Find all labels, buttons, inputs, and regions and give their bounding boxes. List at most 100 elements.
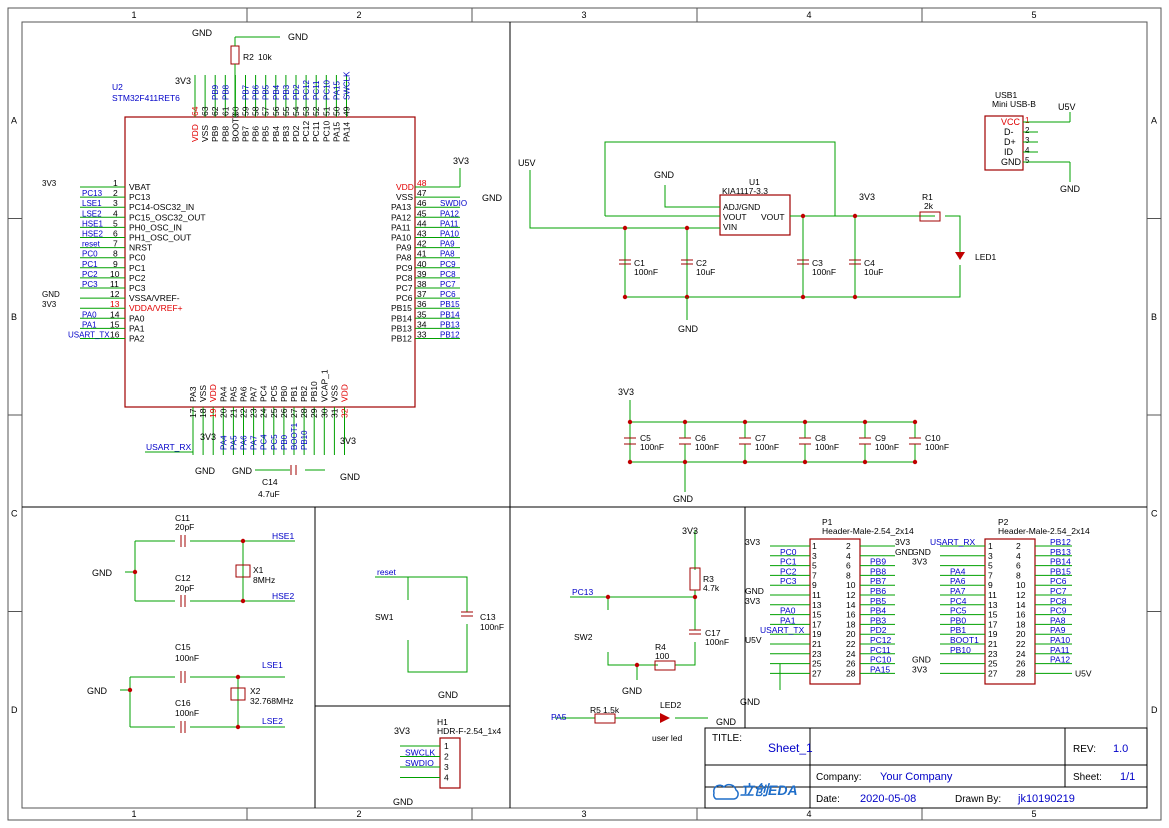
p1-pin-num: 4 bbox=[846, 551, 851, 561]
tb-title: Sheet_1 bbox=[768, 741, 813, 755]
gnd-label-c14: GND bbox=[232, 466, 253, 476]
mcu-pin-name: PA1 bbox=[129, 323, 145, 333]
mcu-pin-num: 32 bbox=[340, 408, 350, 418]
decap-ref: C6 bbox=[695, 433, 706, 443]
decap-val: 100nF bbox=[815, 442, 839, 452]
p1-pin-num: 10 bbox=[846, 580, 856, 590]
mcu-pin-name: PA2 bbox=[129, 334, 145, 344]
mcu-pin-name: PC15_OSC32_OUT bbox=[129, 212, 206, 222]
mcu-body bbox=[124, 116, 416, 408]
mcu-right-net: PB15 bbox=[440, 300, 460, 309]
p2-pin-num: 2 bbox=[1016, 541, 1021, 551]
p1-pin-num: 17 bbox=[812, 619, 822, 629]
p2-left-net: PC4 bbox=[950, 596, 967, 606]
usb-pin-name: ID bbox=[1004, 147, 1014, 157]
p2-pin-num: 11 bbox=[988, 590, 997, 600]
h1-body bbox=[439, 737, 461, 789]
xtal-x1: X1 bbox=[253, 565, 264, 575]
mcu-pin-num: 36 bbox=[417, 299, 427, 309]
boot-r3: R3 bbox=[703, 574, 714, 584]
p2-right-net: PB15 bbox=[1050, 566, 1071, 576]
usb-pin-num: 3 bbox=[1025, 136, 1030, 145]
mcu-pin-num: 11 bbox=[110, 279, 119, 289]
junction-dot bbox=[742, 459, 748, 465]
led2-symbol bbox=[660, 713, 670, 723]
p1-right-net: PB8 bbox=[870, 566, 886, 576]
u1-pin-vout-r: VOUT bbox=[761, 212, 785, 222]
mcu-pin-name: PC11 bbox=[311, 121, 321, 142]
mcu-pin-name: PA8 bbox=[396, 253, 412, 263]
usb-pin-num: 5 bbox=[1025, 156, 1030, 165]
p2-right-net: PC6 bbox=[1050, 576, 1067, 586]
usb-pin-name: D+ bbox=[1004, 137, 1016, 147]
pwr-cap-ref: C1 bbox=[634, 258, 645, 268]
tb-company-label: Company: bbox=[816, 772, 862, 783]
gnd-label-decap: GND bbox=[673, 494, 694, 504]
mcu-pin-name: PB1 bbox=[289, 386, 299, 402]
mcu-top-net: PB8 bbox=[221, 84, 230, 100]
mcu-pin-name: BOOT0 bbox=[230, 113, 240, 142]
mcu-pin-num: 13 bbox=[110, 299, 120, 309]
mcu-pin-num: 51 bbox=[321, 106, 331, 116]
xtal-lse2: LSE2 bbox=[262, 716, 283, 726]
p1-pin-num: 13 bbox=[812, 600, 822, 610]
p1-right-net: PD2 bbox=[870, 625, 887, 635]
mcu-pin-name: PC10 bbox=[321, 120, 331, 142]
swd-3v3: 3V3 bbox=[394, 726, 410, 736]
p2-right-net: PA12 bbox=[1050, 655, 1070, 665]
mcu-bottom-net: PC5 bbox=[270, 434, 279, 450]
junction-dot bbox=[742, 419, 748, 425]
mcu-pin-name: PB0 bbox=[279, 386, 289, 402]
mcu-pin-name: PB7 bbox=[241, 126, 251, 142]
boot-gnd: GND bbox=[622, 686, 643, 696]
decap-val: 100nF bbox=[695, 442, 719, 452]
p1-left-net: PA0 bbox=[780, 606, 796, 616]
junction-dot bbox=[622, 225, 628, 231]
p2-right-net: PA9 bbox=[1050, 625, 1066, 635]
mcu-pin-num: 2 bbox=[113, 188, 118, 198]
mcu-pin-num: 23 bbox=[249, 408, 259, 418]
p2-pin-num: 10 bbox=[1016, 580, 1026, 590]
mcu-pin-name: PA10 bbox=[391, 233, 411, 243]
mcu-pin-num: 20 bbox=[218, 408, 228, 418]
mcu-bottom-net: PA6 bbox=[240, 435, 249, 450]
mcu-bottom-net: PB0 bbox=[280, 434, 289, 450]
mcu-right-net: PC6 bbox=[440, 290, 456, 299]
mcu-pin-num: 31 bbox=[329, 408, 339, 418]
junction-dot bbox=[852, 294, 858, 300]
tb-company: Your Company bbox=[880, 771, 953, 783]
mcu-pin-name: PD2 bbox=[291, 125, 301, 142]
decap-val: 100nF bbox=[755, 442, 779, 452]
mcu-pin-name: PH1_OSC_OUT bbox=[129, 233, 191, 243]
mcu-pin-name: PA6 bbox=[239, 386, 249, 402]
p2-pin-num: 28 bbox=[1016, 668, 1026, 678]
decap-val: 100nF bbox=[875, 442, 899, 452]
gnd-label-u1: GND bbox=[654, 170, 675, 180]
mcu-pin-num: 58 bbox=[251, 106, 261, 116]
frame-row-label: B bbox=[1151, 312, 1157, 322]
swd-net: SWCLK bbox=[405, 748, 436, 758]
junction-dot bbox=[235, 724, 241, 730]
p2-pin-num: 26 bbox=[1016, 659, 1026, 669]
frame-col-label: 2 bbox=[357, 809, 362, 819]
mcu-bottom-net: PB10 bbox=[300, 430, 309, 450]
frame-row-label: B bbox=[11, 312, 17, 322]
xtal-c16: C16 bbox=[175, 698, 191, 708]
power-regulator: U1 KIA1117-3.3 ADJ/GND VOUT VIN VOUT U5V… bbox=[518, 90, 1081, 334]
p1-left-net: GND bbox=[745, 586, 764, 596]
junction-dot bbox=[800, 213, 806, 219]
p2-right-net: PB14 bbox=[1050, 557, 1071, 567]
p1-left-net: 3V3 bbox=[745, 537, 760, 547]
tb-sheet-label: Sheet: bbox=[1073, 772, 1102, 783]
p2-left-net: PB0 bbox=[950, 615, 966, 625]
usb-pin-name: D- bbox=[1004, 127, 1014, 137]
mcu-pin-name: PC9 bbox=[396, 263, 413, 273]
xtal-c12v: 20pF bbox=[175, 583, 194, 593]
mcu-pin-num: 25 bbox=[269, 408, 279, 418]
mcu-bottom-net: BOOT1 bbox=[290, 422, 299, 450]
p2-right-net: PA11 bbox=[1050, 645, 1070, 655]
mcu-pin-name: PH0_OSC_IN bbox=[129, 222, 182, 232]
p1-pin-num: 26 bbox=[846, 659, 856, 669]
p1-pin-num: 25 bbox=[812, 659, 822, 669]
